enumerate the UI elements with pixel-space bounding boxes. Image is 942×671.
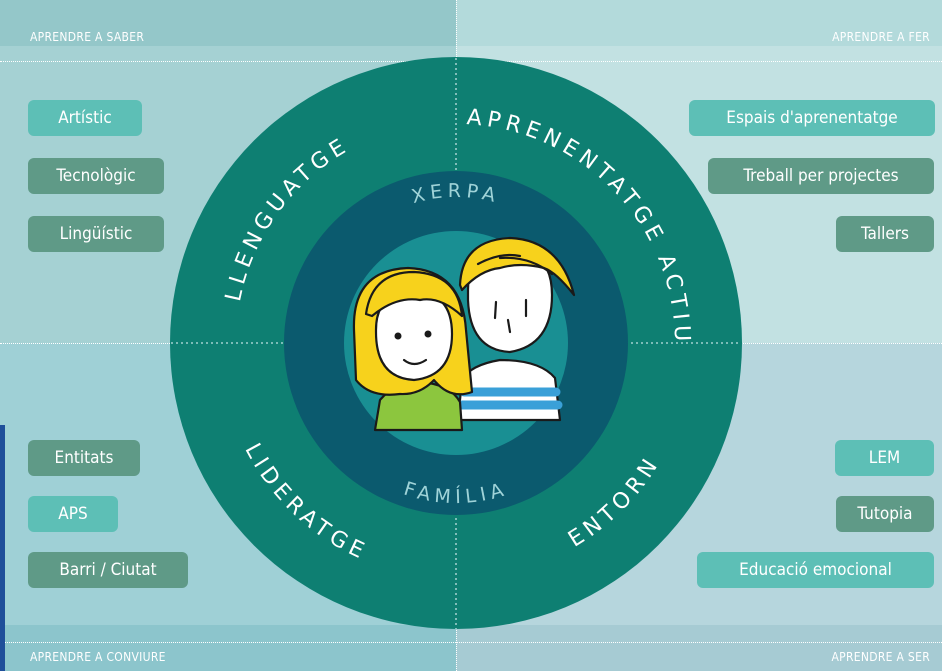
pill-tecnologic[interactable]: Tecnològic [28, 158, 164, 194]
quadrant-label-fer: APRENDRE A FER [832, 30, 930, 44]
pill-treball-projectes[interactable]: Treball per projectes [708, 158, 934, 194]
pill-tallers[interactable]: Tallers [836, 216, 934, 252]
pill-barri-ciutat[interactable]: Barri / Ciutat [28, 552, 188, 588]
pill-entitats[interactable]: Entitats [28, 440, 140, 476]
divider-bottom [0, 642, 942, 643]
pill-lem[interactable]: LEM [835, 440, 934, 476]
pill-artistic[interactable]: Artístic [28, 100, 142, 136]
quadrant-label-saber: APRENDRE A SABER [30, 30, 145, 44]
band-top-right [456, 0, 942, 46]
pill-espais-aprenentatge[interactable]: Espais d'aprenentatge [689, 100, 935, 136]
pill-linguistic[interactable]: Lingüístic [28, 216, 164, 252]
pill-educacio-emocional[interactable]: Educació emocional [697, 552, 934, 588]
left-edge-bar [0, 425, 5, 671]
quadrant-label-conviure: APRENDRE A CONVIURE [30, 650, 166, 664]
band-bottom-left [0, 625, 456, 671]
band-top-left [0, 0, 456, 46]
pill-aps[interactable]: APS [28, 496, 118, 532]
pill-tutopia[interactable]: Tutopia [836, 496, 934, 532]
band-bottom-right [456, 625, 942, 671]
quadrant-label-ser: APRENDRE A SER [831, 650, 930, 664]
children-illustration [352, 236, 576, 432]
